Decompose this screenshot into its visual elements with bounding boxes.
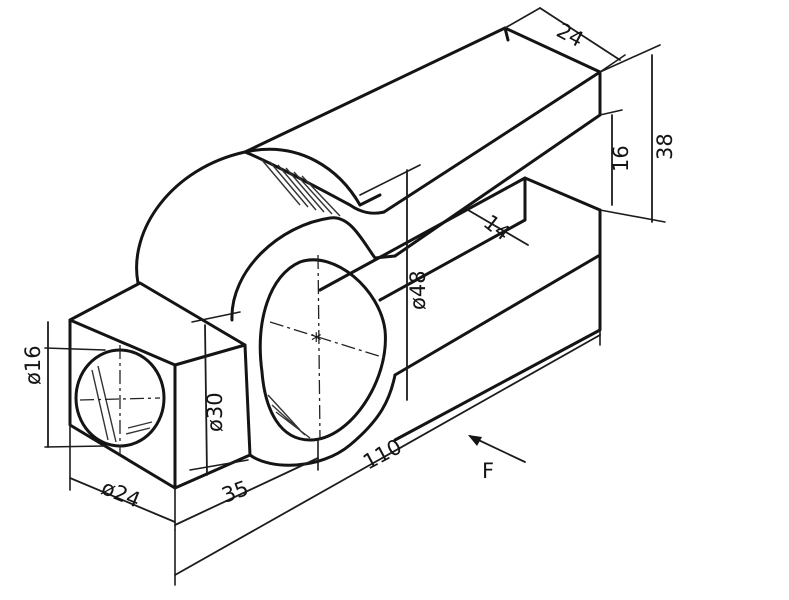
- upper-arm-top: [243, 26, 602, 214]
- ext-d30-top: [191, 311, 241, 323]
- label-slot-width: 14: [479, 210, 515, 245]
- ext-d16-top: [44, 347, 106, 351]
- center-lines: *: [79, 254, 386, 455]
- ring-front-arc: [230, 216, 397, 322]
- label-boss-dia: ø30: [203, 392, 227, 432]
- label-slot-depth: 16: [609, 145, 633, 172]
- dimension-lines: [44, 7, 666, 586]
- ext-d16-bottom: [44, 445, 106, 448]
- boss-side-arc: [243, 150, 386, 215]
- part-outline: [68, 26, 602, 490]
- ext-24-right: [599, 54, 626, 73]
- dim-24-line: [539, 7, 621, 61]
- end-bore-shading: [91, 365, 153, 443]
- large-bore-centerline-b: [317, 254, 321, 441]
- end-block-top-face: [68, 281, 247, 367]
- lower-arm-front: [393, 208, 602, 442]
- label-length: 110: [359, 434, 406, 474]
- dim-14-line: [467, 209, 529, 246]
- ext-16-top: [599, 109, 623, 116]
- ext-d30-bottom: [189, 459, 249, 471]
- dim-110-line: [174, 334, 601, 576]
- end-block-front-face: [68, 318, 177, 490]
- end-block-side: [173, 343, 252, 490]
- view-arrow-head: [468, 435, 482, 446]
- dim-d24-line: [69, 477, 176, 523]
- lower-arm-bottom: [393, 253, 602, 377]
- end-bore-centerline-h: [79, 397, 161, 401]
- upper-arm-slot-edge: [358, 26, 510, 207]
- dim-d30-line: [204, 324, 208, 476]
- large-bore-edge: [258, 258, 387, 442]
- label-big-bore: ø48: [406, 270, 430, 310]
- bores: [74, 258, 387, 448]
- slot-back-edge: [378, 176, 527, 302]
- large-bore-shading: [267, 394, 311, 439]
- label-end-width: ø24: [98, 475, 144, 512]
- ext-24-left: [504, 7, 541, 29]
- label-height-total: 38: [653, 133, 677, 160]
- label-width-top: 24: [553, 18, 588, 52]
- dim-35-line: [174, 457, 319, 526]
- ext-38-top: [599, 44, 661, 73]
- large-bore-centerline-a: [269, 321, 386, 359]
- label-end-bore: ø16: [21, 345, 45, 385]
- label-view-direction: F: [482, 459, 494, 483]
- ext-38-bottom: [599, 209, 666, 223]
- ext-d48-top: [359, 164, 421, 196]
- large-bore-center-mark: *: [311, 329, 322, 353]
- ring-lower-arc: [248, 373, 397, 467]
- boss-shading: [261, 159, 341, 217]
